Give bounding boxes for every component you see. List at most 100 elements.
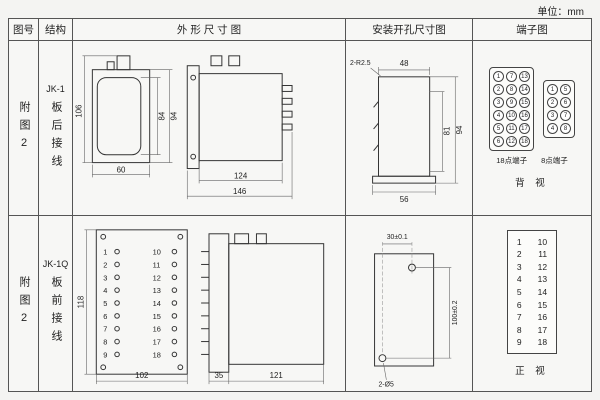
- dim-width-top: 48: [399, 59, 408, 68]
- terminal-number: 9: [516, 337, 522, 348]
- row1-structure-cell: JK-1 板后接线: [39, 41, 73, 216]
- panel-outline: [373, 253, 434, 367]
- row1-mounting-cell: 2-R2.5 48 81 94 56: [346, 41, 473, 216]
- row1-wiring: 板后接线: [50, 100, 62, 173]
- terminal-point: 17: [519, 123, 530, 134]
- terminal-blocks: 1 7 13 2 8 14 3 9 15 4 10 16 5 11 17 6 1…: [489, 67, 575, 151]
- terminal-point: 10: [506, 110, 517, 121]
- terminal-number: 17: [152, 338, 160, 347]
- terminal-number: 16: [152, 325, 160, 334]
- center-lines: [381, 241, 412, 355]
- terminal-number: 12: [537, 261, 548, 272]
- terminal-number: 6: [516, 299, 522, 310]
- terminal-block-18: 1 7 13 2 8 14 3 9 15 4 10 16 5 11 17 6 1…: [489, 67, 534, 151]
- terminal-number: 14: [537, 287, 548, 297]
- terminal-point: 7: [506, 71, 517, 82]
- terminal-number: 10: [537, 236, 548, 247]
- dimension-labels: 30±0.1 100±0.2 2-Ø5: [378, 234, 459, 389]
- terminal-number: 6: [103, 312, 107, 321]
- terminal-point: 11: [506, 123, 517, 134]
- terminal-number: 5: [516, 287, 522, 297]
- dim-depth-total: 146: [233, 187, 247, 196]
- header-structure: 结构: [39, 19, 73, 41]
- terminal-point: 1: [493, 71, 504, 82]
- row2-fig-no: 附图2: [18, 276, 30, 331]
- terminal-number: 15: [537, 299, 548, 310]
- terminal-pair: 8 17: [517, 325, 547, 335]
- terminal-point: 5: [560, 84, 571, 95]
- row1-model: JK-1: [46, 83, 65, 94]
- row2-wiring: 板前接线: [50, 276, 62, 348]
- terminal-block-labels: 18点端子 8点端子: [496, 155, 568, 166]
- dim-width-bottom: 56: [399, 194, 408, 203]
- row1-outline-cell: 106 84 94 60 124 146: [73, 41, 346, 216]
- terminal-number: 14: [152, 299, 160, 308]
- dimension-labels: 106 84 94 60 124 146: [74, 104, 247, 196]
- cutout-outline: [371, 75, 436, 184]
- terminal-pair: 9 18: [517, 337, 547, 347]
- terminal-number: 17: [537, 324, 548, 335]
- terminal-point: 2: [493, 84, 504, 95]
- row1-terminal-cell: 1 7 13 2 8 14 3 9 15 4 10 16 5 11 17 6 1…: [473, 41, 591, 216]
- terminal-number: 12: [152, 273, 160, 282]
- relay-side-view: [186, 54, 293, 169]
- header-terminal: 端子图: [473, 19, 591, 41]
- dim-height-inner: 84: [157, 111, 166, 120]
- row1-fig-no: 附图2: [18, 100, 30, 156]
- spec-table: 图号 结构 外 形 尺 寸 图 安装开孔尺寸图 端子图 附图2 JK-1 板后接…: [8, 18, 592, 392]
- terminal-pair: 1 10: [517, 237, 547, 247]
- terminal-point: 5: [493, 123, 504, 134]
- dim-width-front: 60: [116, 165, 125, 174]
- terminal-number: 15: [152, 312, 160, 321]
- terminal-number: 2: [516, 249, 522, 260]
- terminal-number: 3: [516, 261, 522, 272]
- dimension-lines: [369, 66, 458, 195]
- terminal-point: 8: [560, 123, 571, 134]
- row2-mounting-drawing: 30±0.1 100±0.2 2-Ø5: [373, 234, 459, 389]
- header-outline: 外 形 尺 寸 图: [73, 19, 346, 41]
- row1-fig-no-cell: 附图2: [9, 41, 39, 216]
- terminal-number: 18: [537, 337, 548, 348]
- terminal-point: 4: [493, 110, 504, 121]
- terminal-number: 4: [103, 286, 107, 295]
- dimension-labels: 118 102 35 121: [76, 295, 282, 380]
- terminal-point: 18: [519, 136, 530, 147]
- row2-outline-drawing: 1 2 3 4 5 6 7 8 9 10 11 12 13 14 15 16 1…: [76, 229, 324, 385]
- terminal-point: 1: [547, 84, 558, 95]
- dimension-lines: [381, 243, 451, 380]
- terminal-pair: 3 12: [517, 262, 547, 272]
- dim-height-outer: 94: [169, 111, 178, 120]
- terminal-number: 4: [516, 274, 522, 285]
- row2-view-label: 正 视: [515, 366, 549, 378]
- terminal-number: 2: [103, 260, 107, 269]
- terminal-number: 9: [103, 350, 107, 359]
- terminal-number: 18: [152, 350, 160, 359]
- terminal-label-18: 18点端子: [496, 156, 528, 165]
- dim-pitch-x: 30±0.1: [386, 234, 407, 241]
- terminal-point: 15: [519, 97, 530, 108]
- header-fig-no: 图号: [9, 19, 39, 41]
- terminal-number: 5: [103, 299, 107, 308]
- terminal-point: 7: [560, 110, 571, 121]
- terminal-number: 8: [516, 324, 522, 335]
- row1-view-label: 背 视: [515, 178, 549, 189]
- relay-side-view: [200, 233, 324, 373]
- dim-height-total: 106: [74, 104, 83, 118]
- dimension-lines: [81, 55, 292, 199]
- terminal-point: 12: [506, 136, 517, 147]
- terminal-number: 16: [537, 312, 548, 323]
- terminal-point: 6: [560, 97, 571, 108]
- terminal-block-8: 1 5 2 6 3 7 4 8: [543, 80, 575, 138]
- terminal-number: 11: [538, 249, 548, 260]
- terminal-number: 1: [516, 236, 522, 247]
- dim-depth-body: 124: [234, 171, 248, 180]
- terminal-point: 3: [547, 110, 558, 121]
- terminal-number: 7: [516, 312, 522, 323]
- dim-corner-radius: 2-R2.5: [349, 60, 370, 67]
- terminal-point: 8: [506, 84, 517, 95]
- terminal-point: 6: [493, 136, 504, 147]
- terminal-point: 3: [493, 97, 504, 108]
